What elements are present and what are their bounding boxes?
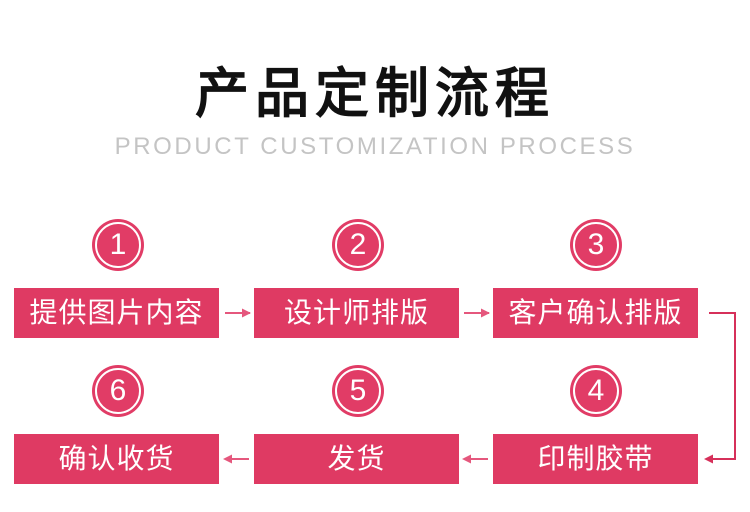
step-5-box: 发货	[254, 434, 459, 484]
step-1-number: 1	[109, 228, 127, 261]
step-5-number-badge: 5	[332, 365, 384, 417]
step-6-box: 确认收货	[14, 434, 219, 484]
step-1-number-badge: 1	[92, 219, 144, 271]
step-2-number: 2	[349, 228, 367, 261]
step-5-number: 5	[349, 374, 367, 407]
page-title: 产品定制流程	[195, 62, 555, 125]
step-3-number-badge: 3	[570, 219, 622, 271]
step-2-box: 设计师排版	[254, 288, 459, 338]
arrow-step4-to-step5	[462, 454, 488, 464]
arrow-step5-to-step6	[223, 454, 249, 464]
page-subtitle: PRODUCT CUSTOMIZATION PROCESS	[114, 133, 636, 160]
step-4-number: 4	[587, 374, 605, 407]
step-3-number: 3	[587, 228, 605, 261]
step-2-number-badge: 2	[332, 219, 384, 271]
step-4-number-badge: 4	[570, 365, 622, 417]
step-3-box: 客户确认排版	[493, 288, 698, 338]
step-6-number: 6	[109, 374, 127, 407]
arrow-step2-to-step3	[464, 308, 490, 318]
step-6-number-badge: 6	[92, 365, 144, 417]
arrow-step1-to-step2	[225, 308, 251, 318]
step-1-box: 提供图片内容	[14, 288, 219, 338]
step-4-box: 印制胶带	[493, 434, 698, 484]
arrow-step3-to-step4	[704, 312, 736, 464]
